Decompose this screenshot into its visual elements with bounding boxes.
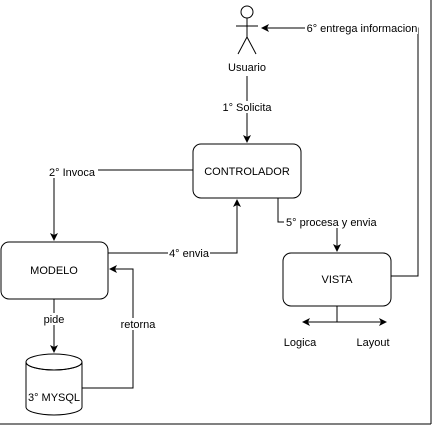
layout-label: Layout — [356, 337, 389, 349]
edge-envia-label-bg — [168, 247, 210, 259]
edge-retorna-label: retorna — [121, 319, 157, 331]
edge-entrega-label: 6° entrega informacion — [307, 23, 418, 35]
edge-procesa-label-bg — [284, 216, 380, 228]
usuario-actor — [236, 5, 258, 55]
vista-label: VISTA — [322, 274, 354, 286]
usuario-label: Usuario — [228, 62, 266, 74]
edge-pide-label: pide — [44, 314, 65, 326]
edge-solicita-label-bg — [220, 101, 276, 113]
edge-envia-label: 4° envia — [169, 248, 210, 260]
edge-entrega-label-bg — [305, 22, 418, 34]
edge-invoca-label: 2° Invoca — [49, 167, 96, 179]
logica-label: Logica — [284, 337, 317, 349]
edge-envia — [108, 199, 241, 254]
controlador-label: CONTROLADOR — [204, 166, 290, 178]
edge-pide-label-bg — [42, 313, 66, 325]
edge-solicita-label: 1° Solicita — [222, 102, 272, 114]
edge-invoca — [50, 169, 193, 241]
mysql-node — [25, 353, 83, 416]
edge-procesa-label: 5° procesa y envia — [286, 217, 377, 229]
edge-invoca-label-bg — [48, 166, 98, 178]
edge-retorna-label-bg — [118, 318, 156, 330]
modelo-label: MODELO — [30, 265, 78, 277]
controlador-node — [192, 143, 302, 199]
mysql-label: 3° MYSQL — [28, 392, 80, 404]
